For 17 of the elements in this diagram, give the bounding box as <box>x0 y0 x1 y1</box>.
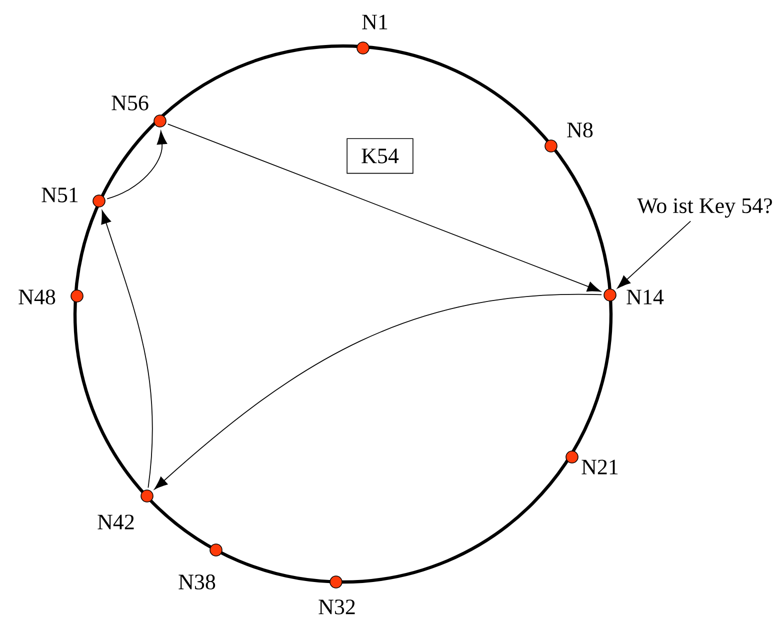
node-label: N32 <box>318 600 355 614</box>
node-label: N42 <box>98 514 134 530</box>
node-label: N1 <box>362 14 388 30</box>
key-box: K54 <box>346 138 414 174</box>
question-text: Wo ist Key 54? <box>637 198 772 218</box>
node-label: N48 <box>18 290 56 304</box>
node-label: N8 <box>567 122 593 138</box>
arrow <box>106 130 168 200</box>
arrow <box>617 220 692 288</box>
arrow <box>154 294 602 490</box>
arrow <box>167 124 601 292</box>
node-label: N38 <box>178 574 216 590</box>
node-label: N56 <box>112 96 148 110</box>
node-label: N14 <box>626 290 664 304</box>
arrow <box>101 210 153 488</box>
node-label: N51 <box>42 188 78 202</box>
node-label: N21 <box>582 460 618 474</box>
